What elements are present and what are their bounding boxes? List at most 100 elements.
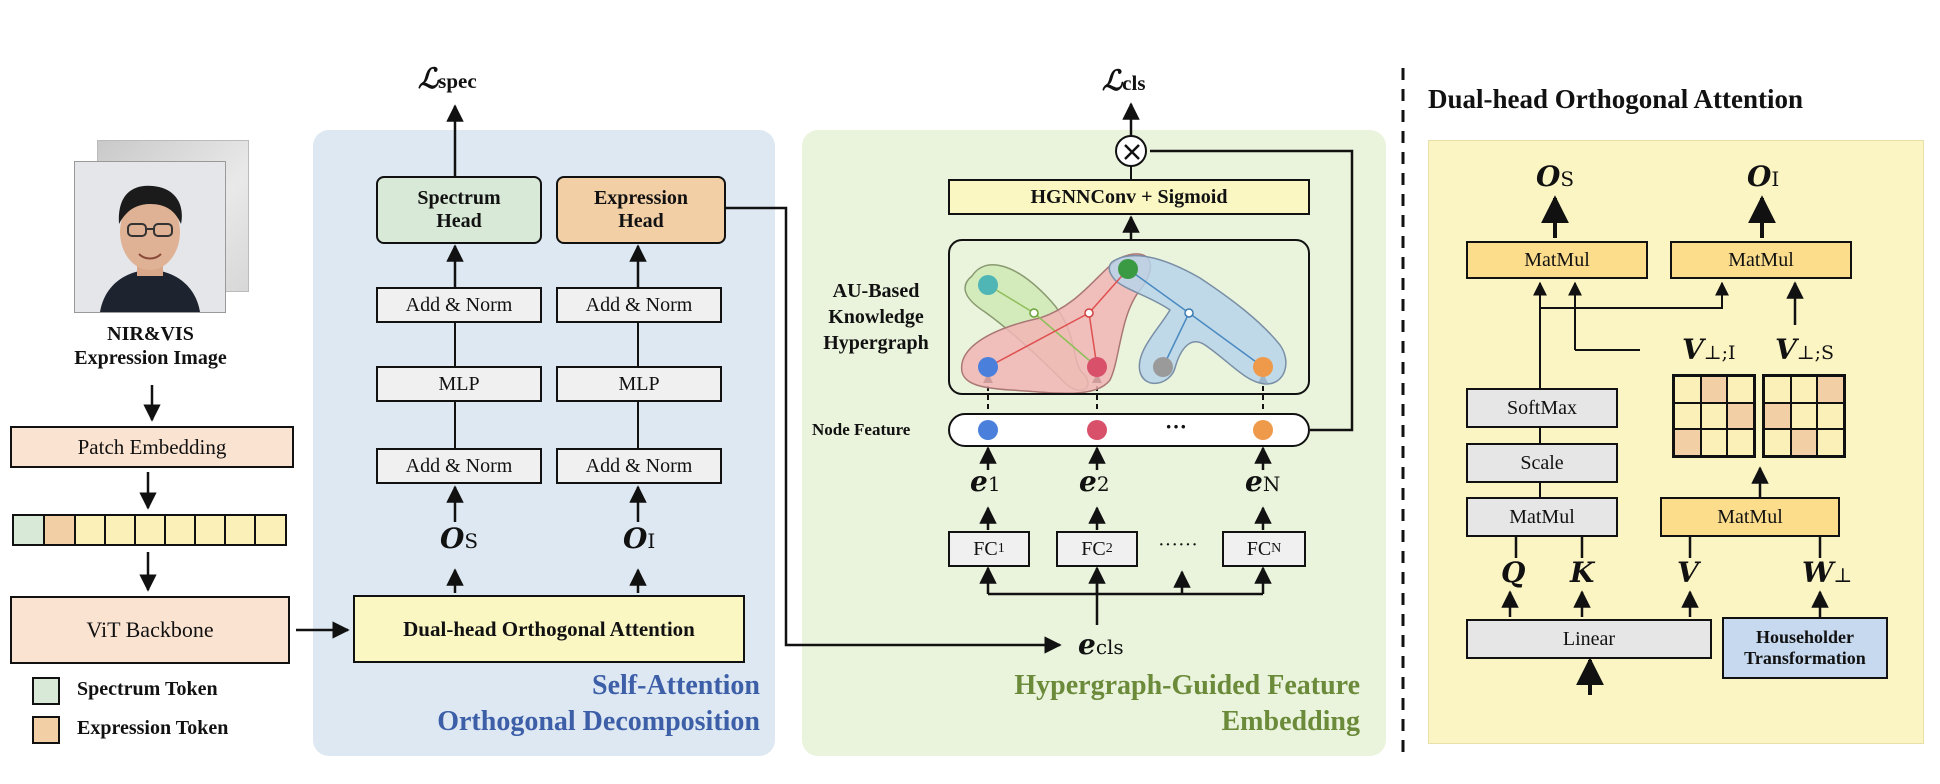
au-label-line2: Knowledge: [828, 306, 924, 328]
matrix-v-perp-s: [1762, 374, 1846, 458]
patch-token: [104, 514, 136, 546]
au-label-line1: AU-Based: [832, 280, 920, 302]
en-sub: N: [1262, 472, 1281, 496]
graph-node-green: [1118, 259, 1138, 279]
en-label: eN: [1245, 465, 1280, 499]
patch-token: [254, 514, 287, 546]
node-feature-orange: [1253, 420, 1273, 440]
self-attention-caption: Self-Attention Orthogonal Decomposition: [360, 668, 760, 740]
hypergraph-caption: Hypergraph-Guided Feature Embedding: [900, 668, 1360, 740]
graph-node-gray: [1153, 357, 1173, 377]
patch-token: [224, 514, 256, 546]
multiply-cross: [1124, 144, 1140, 160]
matmul-oi-box: MatMul: [1670, 241, 1852, 279]
patch-embedding-box: Patch Embedding: [10, 426, 294, 468]
o-s-sub: S: [464, 529, 479, 553]
softmax-box: SoftMax: [1466, 388, 1618, 428]
householder-line1: Householder: [1755, 627, 1854, 648]
e1-sub: 1: [987, 472, 1001, 496]
node-feature-label: Node Feature: [812, 420, 911, 439]
v-perp-i-label: V⊥;I: [1682, 333, 1736, 367]
fc1-sub: 1: [997, 540, 1005, 556]
multiply-icon: [1115, 135, 1147, 167]
patch-token: [134, 514, 166, 546]
patch-token: [194, 514, 226, 546]
input-image-label-line1: NIR&VIS: [107, 323, 194, 345]
v-perp-i-main: V: [1682, 333, 1704, 366]
v-label: V: [1677, 556, 1699, 589]
vit-backbone-box: ViT Backbone: [10, 596, 290, 664]
patch-token: [164, 514, 196, 546]
input-image-label: NIR&VIS Expression Image: [48, 322, 253, 370]
detail-oi-label: OI: [1747, 160, 1779, 194]
expression-head-box: Expression Head: [556, 176, 726, 244]
legend-expression-swatch: [32, 716, 60, 744]
ecls-sub: cls: [1095, 635, 1124, 659]
au-hypergraph-label: AU-Based Knowledge Hypergraph: [808, 278, 944, 356]
add-norm-spectrum-top: Add & Norm: [376, 287, 542, 323]
w-perp-label: W⊥: [1802, 556, 1852, 590]
o-i-main: O: [623, 522, 648, 555]
k-label: K: [1570, 556, 1595, 589]
mlp-spectrum: MLP: [376, 366, 542, 402]
face-icon: [75, 162, 225, 312]
q-label: Q: [1501, 556, 1526, 589]
matmul-vw-box: MatMul: [1660, 497, 1840, 537]
matmul-os-box: MatMul: [1466, 241, 1648, 279]
detail-os-main: O: [1536, 160, 1561, 193]
legend-expression-label: Expression Token: [77, 717, 229, 739]
o-s-main: O: [440, 522, 465, 555]
add-norm-expression-bottom: Add & Norm: [556, 448, 722, 484]
v-perp-s-sub: ⊥;S: [1796, 342, 1835, 364]
detail-oi-main: O: [1747, 160, 1772, 193]
graph-node-orange: [1253, 357, 1273, 377]
w-perp-main: W: [1802, 556, 1834, 589]
nir-expression-image: [74, 161, 226, 313]
hypergraph-caption-line1: Hypergraph-Guided Feature: [1014, 670, 1360, 701]
dual-head-attention-box: Dual-head Orthogonal Attention: [353, 595, 745, 663]
loss-spec: ℒspec: [418, 62, 477, 96]
o-i-sub: I: [647, 529, 656, 553]
detail-os-label: OS: [1536, 160, 1574, 194]
node-feature-ellipsis: ···: [1165, 414, 1188, 439]
ecls-main: e: [1078, 628, 1096, 661]
e2-sub: 2: [1096, 472, 1110, 496]
graph-node-blue: [978, 357, 998, 377]
detail-oi-sub: I: [1771, 167, 1780, 191]
legend-spectrum-swatch: [32, 677, 60, 705]
e2-main: e: [1079, 465, 1097, 498]
loss-spec-sub: spec: [438, 69, 477, 93]
spectrum-token: [12, 514, 45, 546]
matrix-v-perp-i: [1672, 374, 1756, 458]
householder-box: Householder Transformation: [1722, 617, 1888, 679]
self-attention-caption-line1: Self-Attention: [592, 670, 760, 701]
legend-spectrum-label: Spectrum Token: [77, 678, 218, 700]
w-perp-sub: ⊥: [1833, 563, 1853, 587]
node-feature-blue: [978, 420, 998, 440]
fc-ellipsis: ······: [1158, 534, 1198, 556]
e2-label: e2: [1079, 465, 1110, 499]
en-main: e: [1245, 465, 1263, 498]
node-feature-red: [1087, 420, 1107, 440]
matmul-qk-box: MatMul: [1466, 497, 1618, 537]
graph-node-red: [1087, 357, 1107, 377]
e1-main: e: [970, 465, 988, 498]
loss-cls: ℒcls: [1102, 64, 1146, 98]
mlp-expression: MLP: [556, 366, 722, 402]
self-attention-caption-line2: Orthogonal Decomposition: [437, 705, 760, 737]
detail-title: Dual-head Orthogonal Attention: [1428, 84, 1804, 114]
o-i-label: OI: [623, 522, 655, 556]
hgnnconv-box: HGNNConv + Sigmoid: [948, 179, 1310, 215]
v-perp-s-label: V⊥;S: [1775, 333, 1834, 367]
fc1-main: FC: [973, 537, 998, 560]
fc2-sub: 2: [1105, 540, 1113, 556]
e1-label: e1: [970, 465, 1001, 499]
e-cls-label: ecls: [1078, 628, 1124, 662]
loss-spec-symbol: ℒ: [418, 62, 439, 95]
fcn-sub: N: [1271, 540, 1282, 556]
add-norm-expression-top: Add & Norm: [556, 287, 722, 323]
detail-os-sub: S: [1560, 167, 1575, 191]
node-feature-bar: [948, 413, 1310, 447]
